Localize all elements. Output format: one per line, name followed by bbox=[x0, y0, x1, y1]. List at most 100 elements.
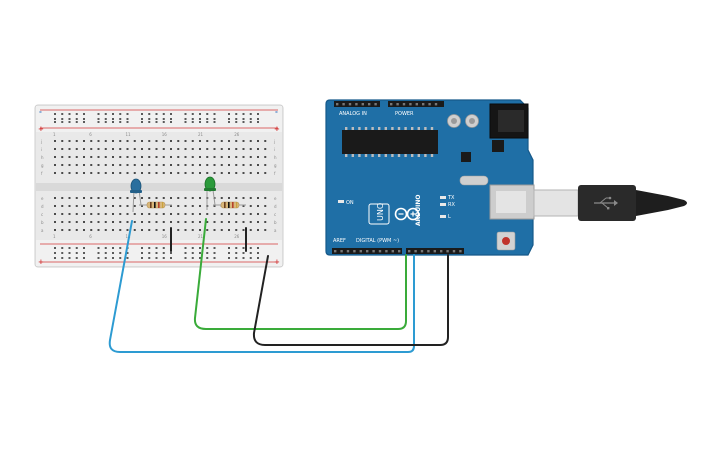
terminal-hole[interactable] bbox=[112, 221, 114, 223]
terminal-hole[interactable] bbox=[170, 140, 172, 142]
terminal-hole[interactable] bbox=[162, 140, 165, 142]
header-pin[interactable] bbox=[391, 250, 394, 253]
rail-hole[interactable] bbox=[228, 118, 230, 120]
rail-hole[interactable] bbox=[170, 113, 172, 115]
rail-hole[interactable] bbox=[104, 247, 107, 249]
rail-hole[interactable] bbox=[199, 113, 201, 115]
rail-hole[interactable] bbox=[83, 252, 85, 254]
terminal-hole[interactable] bbox=[112, 148, 114, 150]
terminal-hole[interactable] bbox=[257, 172, 259, 174]
header-pin[interactable] bbox=[355, 103, 358, 106]
rail-hole[interactable] bbox=[54, 252, 56, 254]
rail-hole[interactable] bbox=[68, 252, 71, 254]
rail-hole[interactable] bbox=[141, 113, 143, 115]
terminal-hole[interactable] bbox=[54, 172, 56, 174]
terminal-hole[interactable] bbox=[213, 221, 216, 223]
rail-hole[interactable] bbox=[162, 257, 165, 259]
terminal-hole[interactable] bbox=[184, 140, 187, 142]
rail-hole[interactable] bbox=[68, 113, 71, 115]
rail-hole[interactable] bbox=[148, 252, 151, 254]
terminal-hole[interactable] bbox=[90, 156, 93, 158]
terminal-hole[interactable] bbox=[184, 148, 187, 150]
terminal-hole[interactable] bbox=[155, 221, 158, 223]
terminal-hole[interactable] bbox=[148, 213, 151, 215]
terminal-hole[interactable] bbox=[213, 156, 216, 158]
terminal-hole[interactable] bbox=[170, 164, 172, 166]
terminal-hole[interactable] bbox=[191, 213, 194, 215]
terminal-hole[interactable] bbox=[220, 140, 223, 142]
terminal-hole[interactable] bbox=[126, 221, 129, 223]
rail-hole[interactable] bbox=[126, 257, 129, 259]
terminal-hole[interactable] bbox=[133, 172, 136, 174]
header-pin[interactable] bbox=[396, 103, 399, 106]
terminal-hole[interactable] bbox=[112, 197, 114, 199]
rail-hole[interactable] bbox=[213, 257, 216, 259]
rail-hole[interactable] bbox=[141, 118, 143, 120]
rail-hole[interactable] bbox=[83, 118, 85, 120]
header-pin[interactable] bbox=[385, 250, 388, 253]
rail-hole[interactable] bbox=[235, 252, 238, 254]
terminal-hole[interactable] bbox=[126, 197, 129, 199]
terminal-hole[interactable] bbox=[97, 221, 100, 223]
rail-hole[interactable] bbox=[119, 121, 122, 123]
terminal-hole[interactable] bbox=[119, 221, 122, 223]
rail-hole[interactable] bbox=[97, 257, 100, 259]
rail-hole[interactable] bbox=[83, 121, 85, 123]
terminal-hole[interactable] bbox=[177, 164, 180, 166]
terminal-hole[interactable] bbox=[97, 148, 100, 150]
terminal-hole[interactable] bbox=[199, 172, 201, 174]
terminal-hole[interactable] bbox=[54, 205, 56, 207]
terminal-hole[interactable] bbox=[213, 140, 216, 142]
terminal-hole[interactable] bbox=[191, 148, 194, 150]
rail-hole[interactable] bbox=[206, 113, 209, 115]
rail-hole[interactable] bbox=[228, 113, 230, 115]
rail-hole[interactable] bbox=[257, 247, 259, 249]
terminal-hole[interactable] bbox=[264, 140, 267, 142]
terminal-hole[interactable] bbox=[155, 140, 158, 142]
terminal-hole[interactable] bbox=[184, 156, 187, 158]
rail-hole[interactable] bbox=[54, 257, 56, 259]
rail-hole[interactable] bbox=[191, 247, 194, 249]
rail-hole[interactable] bbox=[112, 252, 114, 254]
terminal-hole[interactable] bbox=[184, 205, 187, 207]
rail-hole[interactable] bbox=[97, 121, 100, 123]
terminal-hole[interactable] bbox=[228, 221, 230, 223]
terminal-hole[interactable] bbox=[184, 229, 187, 231]
rail-hole[interactable] bbox=[242, 118, 245, 120]
terminal-hole[interactable] bbox=[133, 205, 136, 207]
header-pin[interactable] bbox=[422, 103, 425, 106]
terminal-hole[interactable] bbox=[242, 148, 245, 150]
header-pin[interactable] bbox=[398, 250, 401, 253]
terminal-hole[interactable] bbox=[133, 140, 136, 142]
rail-hole[interactable] bbox=[54, 113, 56, 115]
rail-hole[interactable] bbox=[61, 252, 64, 254]
terminal-hole[interactable] bbox=[213, 229, 216, 231]
rail-hole[interactable] bbox=[235, 113, 238, 115]
rail-hole[interactable] bbox=[83, 113, 85, 115]
rail-hole[interactable] bbox=[54, 118, 56, 120]
terminal-hole[interactable] bbox=[199, 148, 201, 150]
terminal-hole[interactable] bbox=[75, 197, 78, 199]
terminal-hole[interactable] bbox=[112, 229, 114, 231]
terminal-hole[interactable] bbox=[61, 221, 64, 223]
rail-hole[interactable] bbox=[75, 257, 78, 259]
terminal-hole[interactable] bbox=[141, 148, 143, 150]
rail-hole[interactable] bbox=[242, 252, 245, 254]
terminal-hole[interactable] bbox=[220, 156, 223, 158]
rail-hole[interactable] bbox=[235, 247, 238, 249]
terminal-hole[interactable] bbox=[184, 172, 187, 174]
terminal-hole[interactable] bbox=[249, 156, 252, 158]
terminal-hole[interactable] bbox=[184, 197, 187, 199]
rail-hole[interactable] bbox=[104, 252, 107, 254]
terminal-hole[interactable] bbox=[112, 213, 114, 215]
rail-hole[interactable] bbox=[75, 113, 78, 115]
rail-hole[interactable] bbox=[155, 247, 158, 249]
terminal-hole[interactable] bbox=[133, 156, 136, 158]
rail-hole[interactable] bbox=[162, 252, 165, 254]
terminal-hole[interactable] bbox=[75, 229, 78, 231]
terminal-hole[interactable] bbox=[126, 213, 129, 215]
terminal-hole[interactable] bbox=[83, 172, 85, 174]
terminal-hole[interactable] bbox=[68, 148, 71, 150]
terminal-hole[interactable] bbox=[104, 197, 107, 199]
